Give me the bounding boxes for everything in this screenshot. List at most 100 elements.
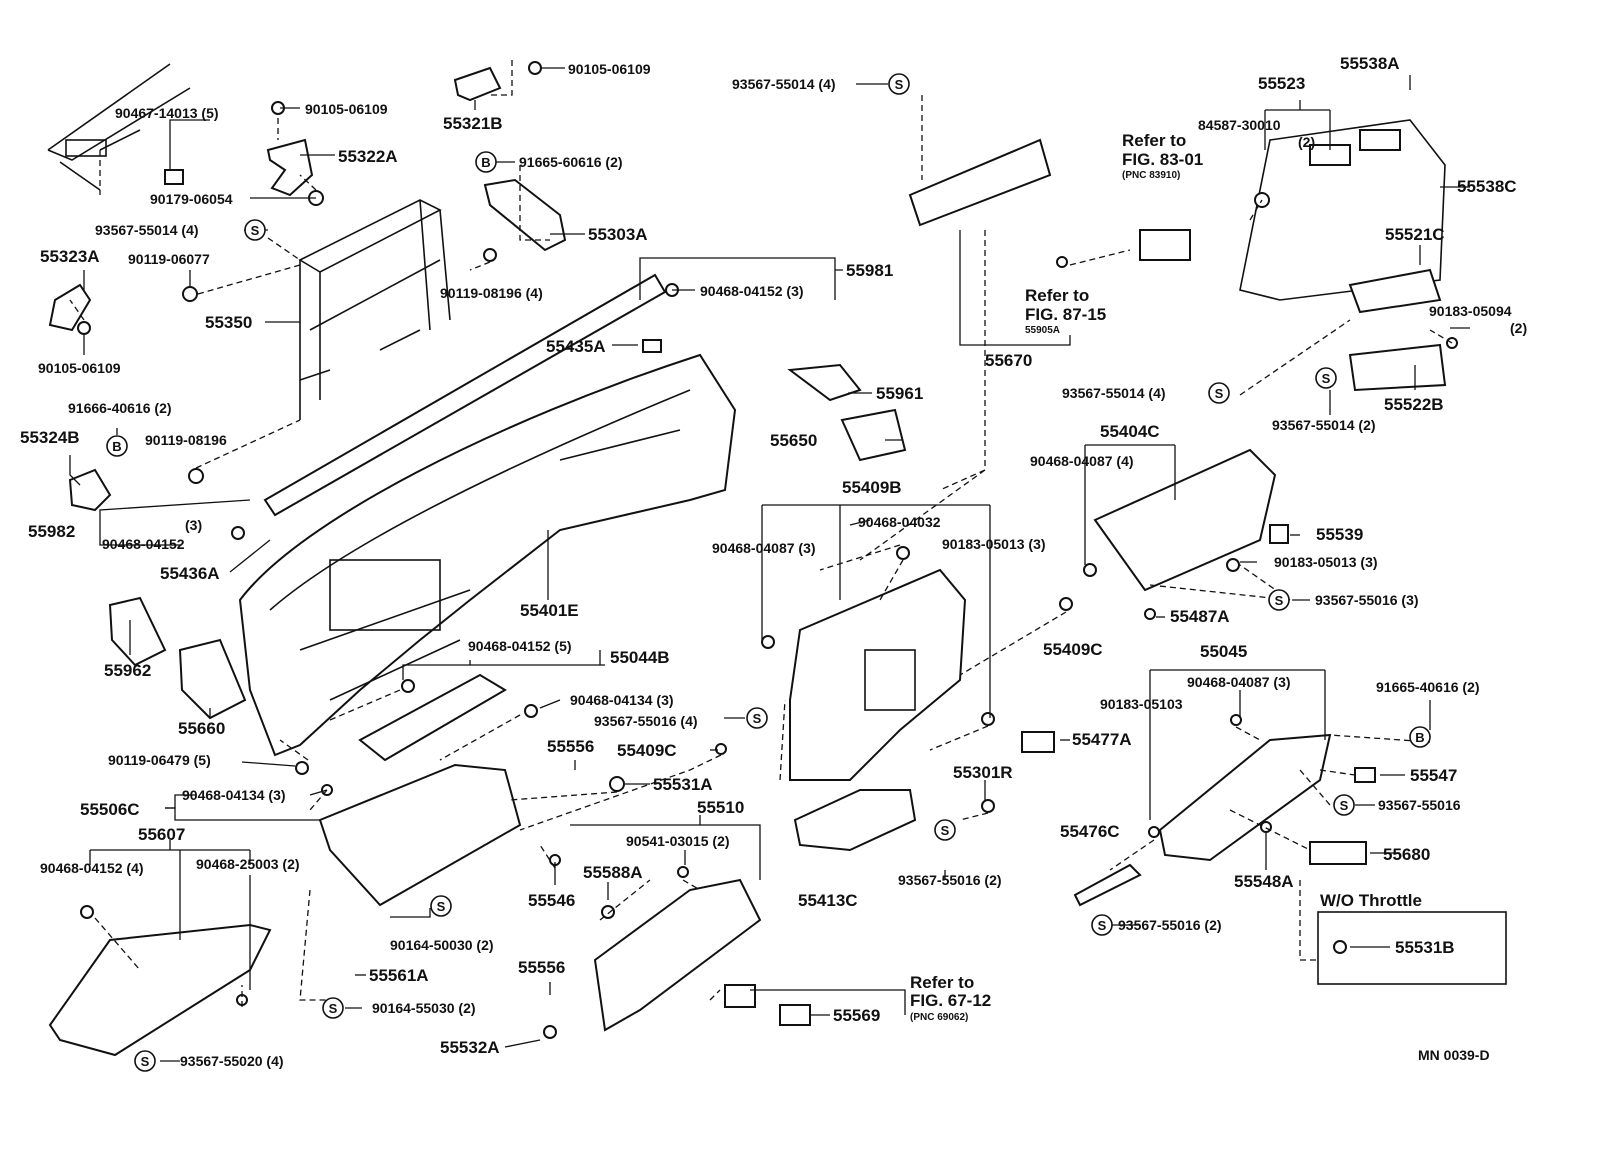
part-label: 55404C bbox=[1100, 422, 1160, 441]
symbol-b: B bbox=[475, 151, 497, 173]
part-label: 55045 bbox=[1200, 642, 1247, 661]
part-label: 90119-08196 (4) bbox=[440, 285, 543, 301]
part-label: 93567-55014 (4) bbox=[732, 76, 836, 92]
symbol-label: S bbox=[941, 823, 950, 838]
part-label: 90105-06109 bbox=[305, 101, 388, 117]
symbol-s: S bbox=[1208, 382, 1230, 404]
part-label: 93567-55014 (4) bbox=[95, 222, 199, 238]
part-label: 55556 bbox=[518, 958, 565, 977]
part-label: 90467-14013 (5) bbox=[115, 105, 219, 121]
part-label: 90468-04152 (3) bbox=[700, 283, 804, 299]
part-label: 55436A bbox=[160, 564, 220, 583]
part-label: 55350 bbox=[205, 313, 252, 332]
part-label: 55409C bbox=[1043, 640, 1103, 659]
part-label: 55538A bbox=[1340, 54, 1400, 73]
symbol-label: S bbox=[753, 711, 762, 726]
part-label: FIG. 87-15 bbox=[1025, 305, 1106, 324]
symbol-label: S bbox=[1098, 918, 1107, 933]
part-label: 55556 bbox=[547, 737, 594, 756]
part-label: 55321B bbox=[443, 114, 503, 133]
symbol-label: S bbox=[141, 1054, 150, 1069]
symbol-s: S bbox=[1091, 914, 1113, 936]
part-label: 55660 bbox=[178, 719, 225, 738]
part-label: 90468-04134 (3) bbox=[570, 692, 674, 708]
part-label: 90468-04087 (4) bbox=[1030, 453, 1134, 469]
part-label: 90105-06109 bbox=[38, 360, 121, 376]
part-label: 55409C bbox=[617, 741, 677, 760]
part-labels: 90467-14013 (5) 90105-06109 55322A 90179… bbox=[20, 54, 1527, 1069]
symbol-label: S bbox=[437, 899, 446, 914]
part-label: Refer to bbox=[910, 973, 974, 992]
symbol-s: S bbox=[888, 73, 910, 95]
part-label: 90468-04152 (4) bbox=[40, 860, 144, 876]
part-label: 90164-55030 (2) bbox=[372, 1000, 476, 1016]
part-label: (3) bbox=[185, 517, 202, 533]
part-label: FIG. 83-01 bbox=[1122, 150, 1203, 169]
symbol-label: S bbox=[895, 77, 904, 92]
symbol-label: S bbox=[1275, 593, 1284, 608]
part-label: 55523 bbox=[1258, 74, 1305, 93]
part-label: 55435A bbox=[546, 337, 606, 356]
symbol-b: B bbox=[1409, 726, 1431, 748]
part-label: 55510 bbox=[697, 798, 744, 817]
part-label: 90183-05013 (3) bbox=[1274, 554, 1378, 570]
symbol-s: S bbox=[322, 997, 344, 1019]
part-label: 55561A bbox=[369, 966, 429, 985]
diagram-code: MN 0039-D bbox=[1418, 1047, 1490, 1063]
part-label: 55569 bbox=[833, 1006, 880, 1025]
part-label: 90119-06479 (5) bbox=[108, 752, 211, 768]
dashed-lines bbox=[69, 60, 1453, 1007]
part-label: 55670 bbox=[985, 351, 1032, 370]
leader-lines bbox=[69, 67, 1470, 1062]
part-label: 55531A bbox=[653, 775, 713, 794]
part-label: 91665-60616 (2) bbox=[519, 154, 623, 170]
symbol-label: B bbox=[481, 155, 490, 170]
part-label: 93567-55016 (2) bbox=[898, 872, 1002, 888]
symbol-label: S bbox=[1322, 371, 1331, 386]
part-label: 90179-06054 bbox=[150, 191, 233, 207]
part-label: (2) bbox=[1298, 134, 1315, 150]
part-label: FIG. 67-12 bbox=[910, 991, 991, 1010]
symbol-s: S bbox=[430, 895, 452, 917]
part-label: 55905A bbox=[1025, 325, 1060, 336]
symbol-s: S bbox=[244, 219, 266, 241]
symbol-label: B bbox=[1415, 730, 1424, 745]
part-label: 91666-40616 (2) bbox=[68, 400, 172, 416]
part-label: 93567-55016 (4) bbox=[594, 713, 698, 729]
part-label: 90468-04134 (3) bbox=[182, 787, 286, 803]
part-label: 55538C bbox=[1457, 177, 1517, 196]
part-label: 93567-55014 (4) bbox=[1062, 385, 1166, 401]
symbol-label: S bbox=[1340, 798, 1349, 813]
part-label: 90468-04087 (3) bbox=[712, 540, 816, 556]
part-label: 90119-08196 bbox=[145, 432, 227, 448]
part-label: 55303A bbox=[588, 225, 648, 244]
symbol-label: S bbox=[1215, 386, 1224, 401]
part-label: 55476C bbox=[1060, 822, 1120, 841]
part-shapes bbox=[47, 61, 1458, 1057]
symbol-s: S bbox=[746, 707, 768, 729]
part-label: 55522B bbox=[1384, 395, 1444, 414]
part-label: 55409B bbox=[842, 478, 902, 497]
part-label: 55680 bbox=[1383, 845, 1430, 864]
part-label: 55413C bbox=[798, 891, 858, 910]
part-label: 55982 bbox=[28, 522, 75, 541]
part-label: 55323A bbox=[40, 247, 100, 266]
part-label: 91665-40616 (2) bbox=[1376, 679, 1480, 695]
part-label: 93567-55016 (2) bbox=[1118, 917, 1222, 933]
symbol-label: S bbox=[251, 223, 260, 238]
part-label: 55322A bbox=[338, 147, 398, 166]
part-label: (PNC 83910) bbox=[1122, 170, 1180, 181]
part-label: Refer to bbox=[1122, 131, 1186, 150]
part-label: 55324B bbox=[20, 428, 80, 447]
part-label: 90468-25003 (2) bbox=[196, 856, 300, 872]
part-label: 55506C bbox=[80, 800, 140, 819]
part-label: 55607 bbox=[138, 825, 185, 844]
part-label: 90164-50030 (2) bbox=[390, 937, 494, 953]
part-label: 55650 bbox=[770, 431, 817, 450]
part-label: 90119-06077 bbox=[128, 251, 210, 267]
symbol-s: S bbox=[134, 1050, 156, 1072]
part-label: 90468-04032 bbox=[858, 514, 941, 530]
symbol-s: S bbox=[1315, 367, 1337, 389]
part-label: 90541-03015 (2) bbox=[626, 833, 730, 849]
